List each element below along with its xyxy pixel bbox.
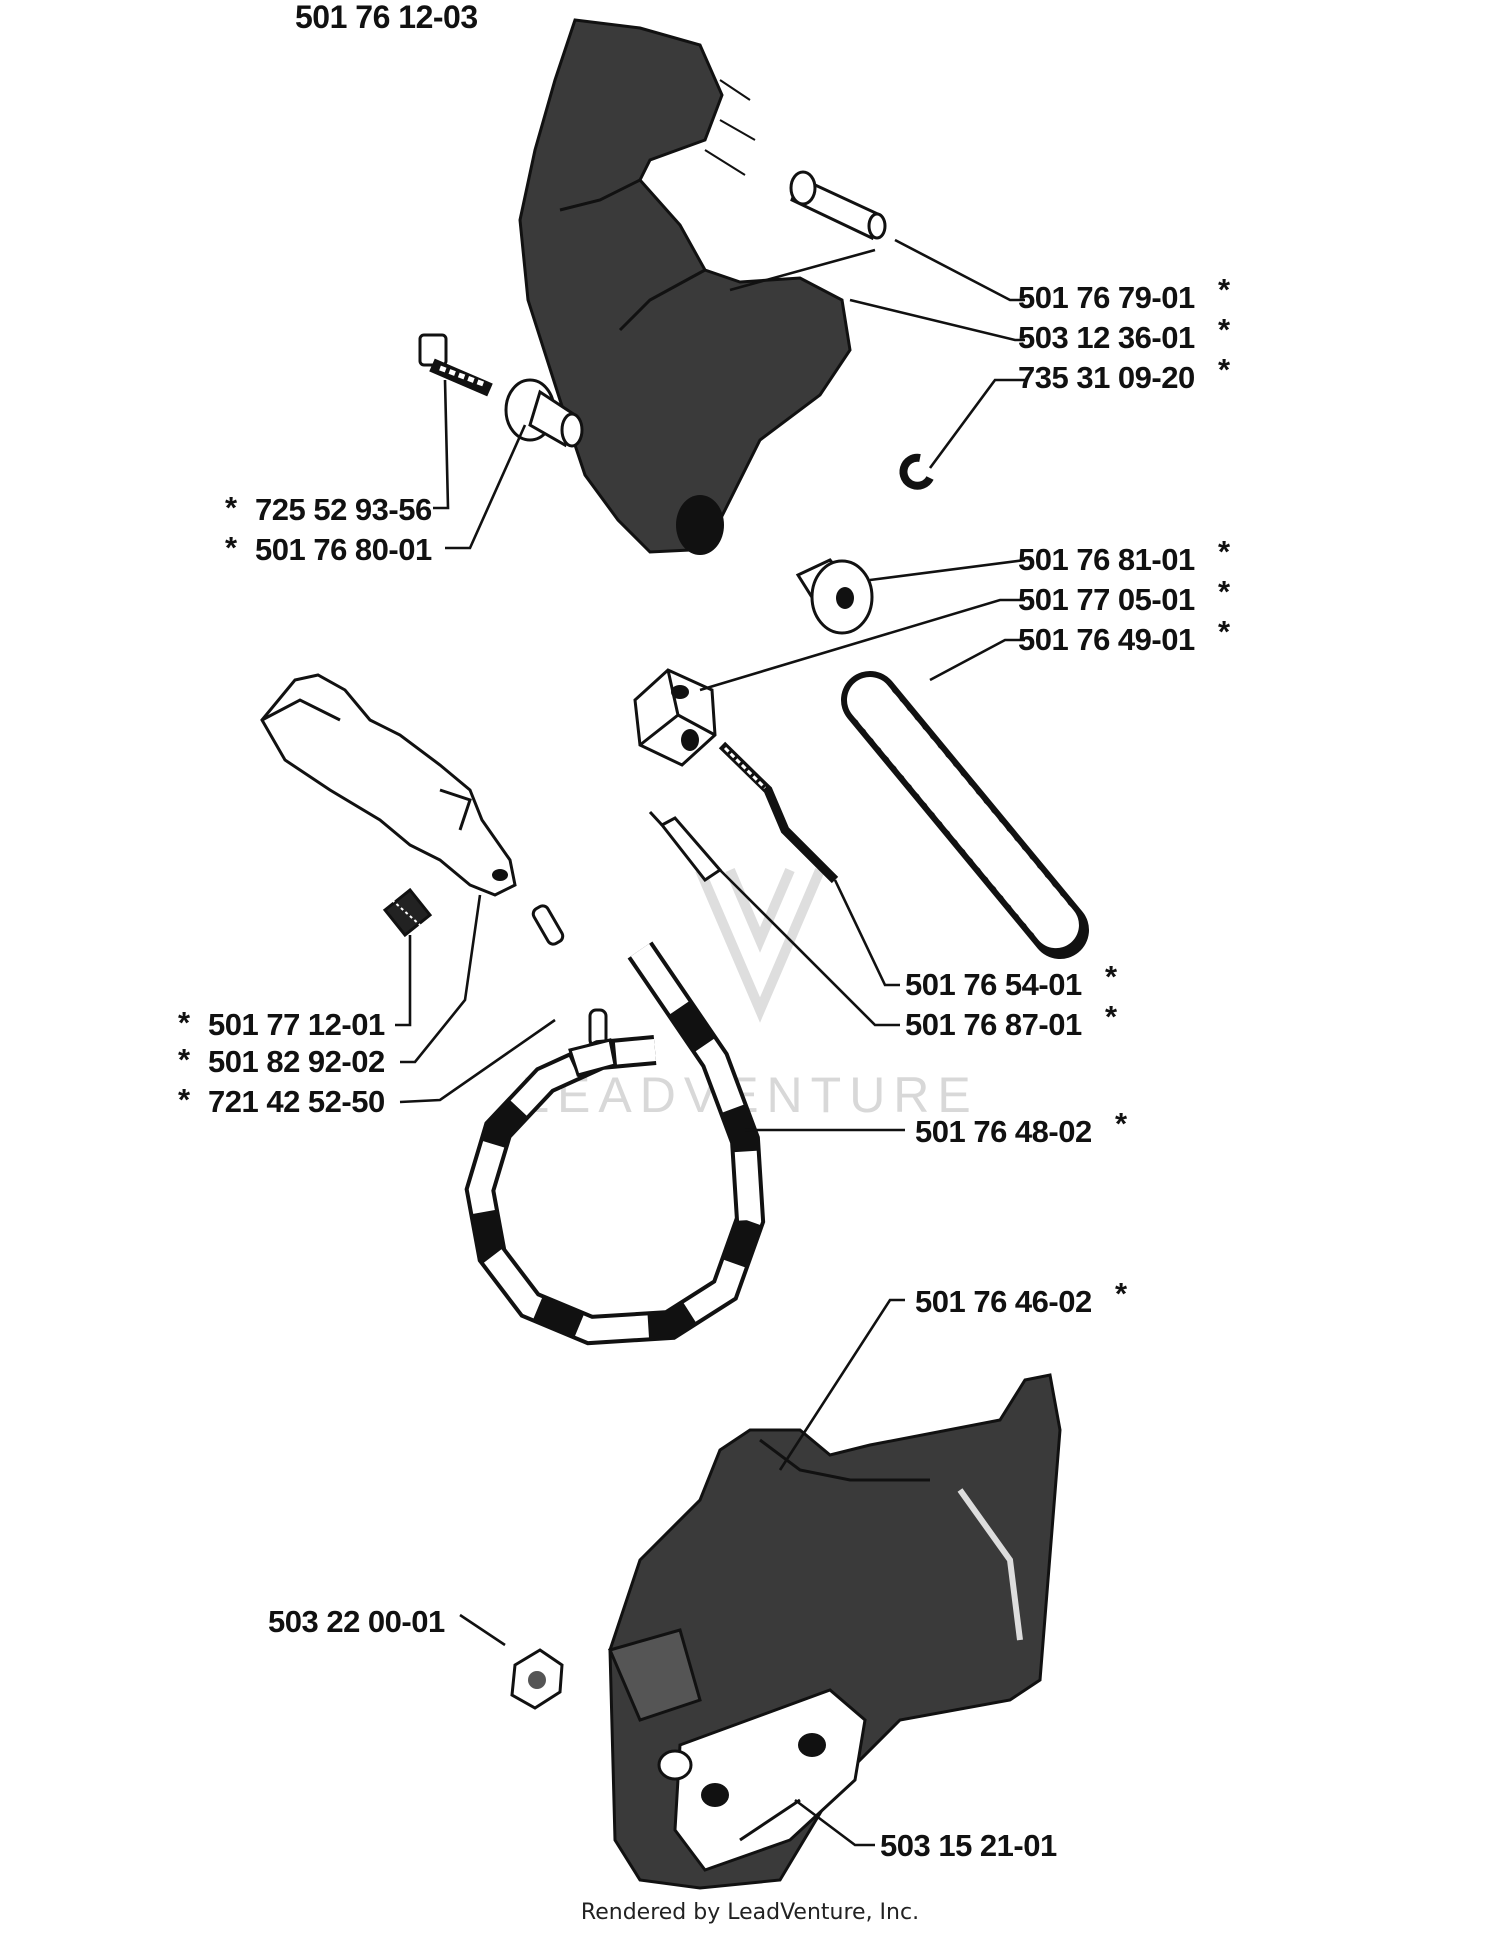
callout-label: 735 31 09-20 — [1018, 360, 1195, 395]
leader-lines — [395, 238, 1026, 1847]
callout-label: 501 76 46-02 — [915, 1284, 1092, 1319]
coil-spring-part — [841, 671, 1089, 959]
callout-label: 721 42 52-50 — [208, 1084, 385, 1119]
brake-band-part — [464, 941, 766, 1346]
callout-marker: * — [1115, 1106, 1128, 1141]
callout-marker: * — [1218, 614, 1231, 649]
callout-marker: * — [1218, 574, 1231, 609]
callout-marker: * — [1105, 999, 1118, 1034]
callout-marker: * — [1105, 959, 1118, 994]
callout-marker: * — [178, 1005, 191, 1040]
spring-pin-part — [382, 887, 433, 938]
shoulder-screw-part — [795, 558, 874, 635]
bushing-part — [504, 378, 584, 448]
rivet-pin-part — [648, 810, 723, 883]
callout-label: 501 76 48-02 — [915, 1114, 1092, 1149]
brake-handle-part — [518, 18, 852, 555]
callout-label: 725 52 93-56 — [255, 492, 432, 527]
callout-label: 501 76 81-01 — [1018, 542, 1195, 577]
callout-marker: * — [1218, 272, 1231, 307]
callout-marker: * — [225, 530, 238, 565]
callout-marker: * — [1218, 312, 1231, 347]
part-number-labels: 501 76 12-03 501 76 79-01 * 503 12 36-01… — [178, 0, 1232, 1863]
guide-block-part — [633, 668, 717, 767]
callout-label: 501 76 54-01 — [905, 967, 1082, 1002]
callout-marker: * — [178, 1042, 191, 1077]
callout-label: 503 22 00-01 — [268, 1604, 445, 1639]
footer-credit: Rendered by LeadVenture, Inc. — [580, 1900, 920, 1925]
spring-rod-part — [718, 741, 839, 884]
callout-label: 501 77 05-01 — [1018, 582, 1195, 617]
watermark-logo-icon — [695, 868, 825, 1023]
callout-label: 503 12 36-01 — [1018, 320, 1195, 355]
callout-marker: * — [1115, 1276, 1128, 1311]
callout-label: 501 76 80-01 — [255, 532, 432, 567]
callout-label: 501 77 12-01 — [208, 1007, 385, 1042]
callout-marker: * — [1218, 352, 1231, 387]
callout-marker: * — [178, 1082, 191, 1117]
pivot-pin-part — [789, 170, 887, 241]
nut-part — [510, 1648, 564, 1710]
brake-lever-part — [260, 673, 517, 897]
callout-label: 501 76 79-01 — [1018, 280, 1195, 315]
screw-part — [418, 333, 493, 397]
callout-label: 501 76 49-01 — [1018, 622, 1195, 657]
roll-pin-part — [531, 904, 608, 1048]
callout-marker: * — [225, 490, 238, 525]
callout-marker: * — [1218, 534, 1231, 569]
circlip-part — [899, 453, 934, 490]
chain-guide-plate-part — [657, 1688, 867, 1872]
callout-label: 503 15 21-01 — [880, 1828, 1057, 1863]
callout-label: 501 82 92-02 — [208, 1044, 385, 1079]
assembly-number-label: 501 76 12-03 — [295, 0, 478, 35]
callout-label: 501 76 87-01 — [905, 1007, 1082, 1042]
